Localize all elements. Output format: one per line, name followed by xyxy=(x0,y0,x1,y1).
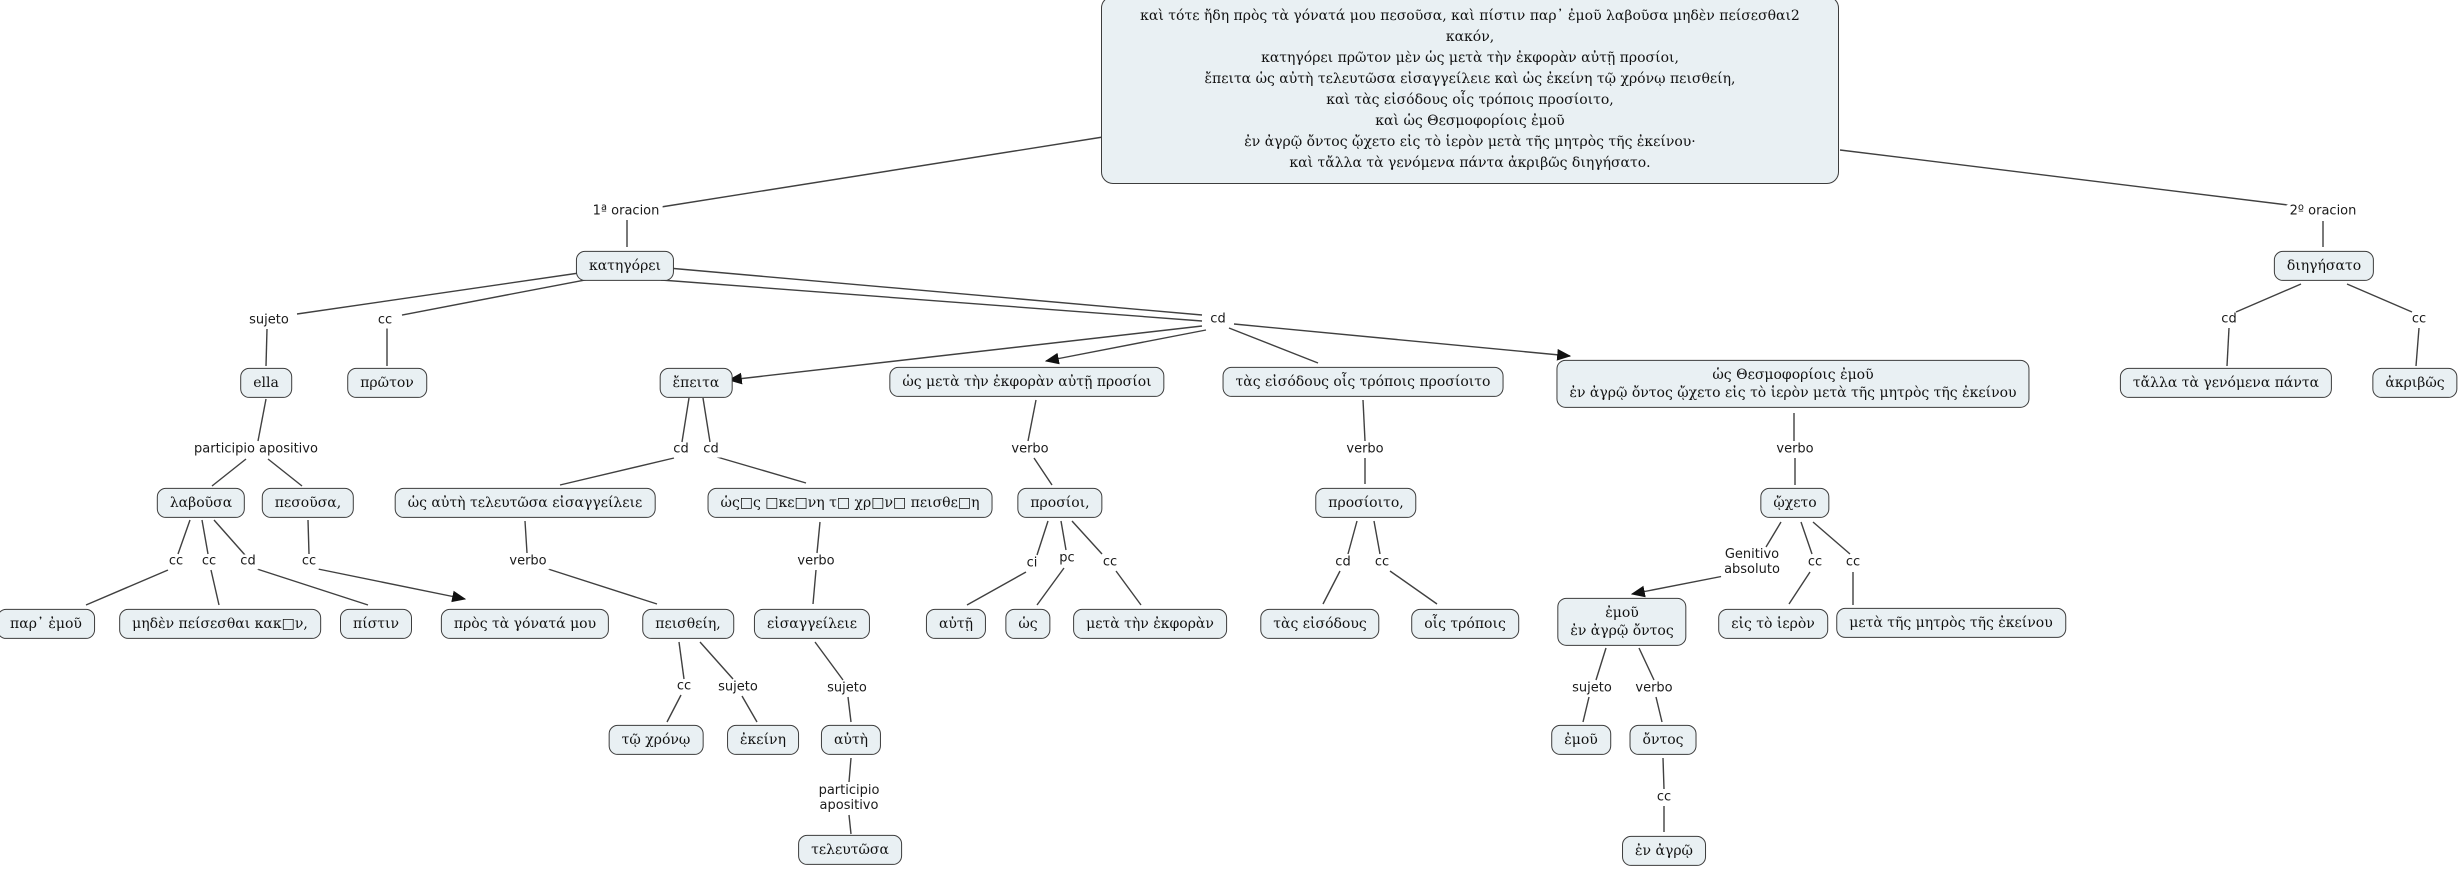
link-label-cc-6[interactable]: cc xyxy=(673,679,695,695)
node-ella[interactable]: ella xyxy=(240,367,292,399)
link-label-cd-3[interactable]: cd xyxy=(670,442,692,458)
node-lavousa[interactable]: λαβοῦσα xyxy=(156,487,246,519)
node-akrivos[interactable]: ἀκριβῶς xyxy=(2372,367,2458,399)
link-label-cc-3[interactable]: cc xyxy=(198,554,220,570)
node-pros-ta-gonata[interactable]: πρὸς τὰ γόνατά μου xyxy=(440,608,610,640)
link-label-cd-4[interactable]: cd xyxy=(700,442,722,458)
link-label-verbo-5[interactable]: verbo xyxy=(1773,442,1817,458)
node-autii[interactable]: αὐτῇ xyxy=(925,608,987,640)
link-label-verbo-3[interactable]: verbo xyxy=(1008,442,1052,458)
node-prosioi[interactable]: προσίοι, xyxy=(1017,487,1103,519)
link-label-cc-11[interactable]: cc xyxy=(2408,312,2430,328)
node-meta-tin-ekforan[interactable]: μετὰ τὴν ἐκφορὰν xyxy=(1073,608,1227,640)
node-oxeto[interactable]: ᾤχετο xyxy=(1760,487,1830,519)
link-label-verbo-4[interactable]: verbo xyxy=(1343,442,1387,458)
node-tas-eisodous[interactable]: τὰς εἰσόδους xyxy=(1260,608,1380,640)
node-meta-tis-mitros[interactable]: μετὰ τῆς μητρὸς τῆς ἐκείνου xyxy=(1836,607,2066,639)
node-miden-peisesthai[interactable]: μηδὲν πείσεσθαι κακ□ν, xyxy=(119,608,321,640)
link-label-cc-9[interactable]: cc xyxy=(1842,555,1864,571)
link-label-sujeto-3[interactable]: sujeto xyxy=(824,681,870,697)
link-label-cc-7[interactable]: cc xyxy=(1371,555,1393,571)
node-teleutosa[interactable]: τελευτῶσα xyxy=(798,834,902,866)
link-label-sujeto-1[interactable]: sujeto xyxy=(246,313,292,329)
node-katigorei[interactable]: κατηγόρει xyxy=(575,250,675,282)
link-label-ci-1[interactable]: ci xyxy=(1023,556,1041,572)
link-label-participio-apositivo-2[interactable]: participio apositivo xyxy=(815,783,883,814)
link-label-cc-4[interactable]: cc xyxy=(298,554,320,570)
node-pesousa[interactable]: πεσοῦσα, xyxy=(261,487,355,519)
node-clause-teleutosa[interactable]: ὡς αὐτὴ τελευτῶσα εἰσαγγείλειε xyxy=(394,487,656,519)
link-label-cd-6[interactable]: cd xyxy=(2218,312,2240,328)
node-ekeini[interactable]: ἐκείνη xyxy=(727,724,799,756)
link-label-verbo-2[interactable]: verbo xyxy=(794,554,838,570)
node-epeita[interactable]: ἔπειτα xyxy=(659,367,733,399)
link-label-cc-1[interactable]: cc xyxy=(374,313,396,329)
link-label-verbo-6[interactable]: verbo xyxy=(1632,681,1676,697)
link-label-verbo-1[interactable]: verbo xyxy=(506,554,550,570)
link-label-genitivo-absoluto[interactable]: Genitivo absoluto xyxy=(1721,547,1783,578)
link-label-pc-1[interactable]: pc xyxy=(1056,551,1078,567)
link-label-oracion-2[interactable]: 2º oracion xyxy=(2286,204,2360,220)
node-ontos[interactable]: ὄντος xyxy=(1629,724,1697,756)
link-label-oracion-1[interactable]: 1ª oracion xyxy=(589,204,663,220)
node-pistin[interactable]: πίστιν xyxy=(340,608,412,640)
node-prosioito[interactable]: προσίοιτο, xyxy=(1315,487,1417,519)
link-label-cc-10[interactable]: cc xyxy=(1653,790,1675,806)
node-clause-ekforan[interactable]: ὡς μετὰ τὴν ἐκφορὰν αὐτῇ προσίοι xyxy=(889,366,1165,398)
node-ois-tropois[interactable]: οἷς τρόποις xyxy=(1411,608,1519,640)
node-emou[interactable]: ἐμοῦ xyxy=(1551,724,1611,756)
node-diigisato[interactable]: διηγήσατο xyxy=(2273,250,2375,282)
link-label-cc-2[interactable]: cc xyxy=(165,554,187,570)
link-label-sujeto-2[interactable]: sujeto xyxy=(715,680,761,696)
link-label-cd-2[interactable]: cd xyxy=(237,554,259,570)
link-label-cd-hub[interactable]: cd xyxy=(1207,312,1229,328)
node-par-emou[interactable]: παρ᾽ ἐμοῦ xyxy=(0,608,95,640)
node-emou-genitive-clause[interactable]: ἐμοῦ ἐν ἀγρῷ ὄντος xyxy=(1557,597,1687,647)
node-peistheii[interactable]: πεισθείη, xyxy=(642,608,734,640)
node-proton[interactable]: πρῶτον xyxy=(347,367,427,399)
node-eis-to-ieron[interactable]: εἰς τὸ ἱερὸν xyxy=(1718,608,1828,640)
node-clause-thesmoforiois[interactable]: ὡς Θεσμοφορίοις ἐμοῦ ἐν ἀγρῷ ὄντος ᾤχετο… xyxy=(1556,359,2030,409)
node-to-xrono[interactable]: τῷ χρόνῳ xyxy=(608,724,704,756)
node-auti[interactable]: αὐτὴ xyxy=(820,724,882,756)
node-root-sentence[interactable]: καὶ τότε ἤδη πρὸς τὰ γόνατά μου πεσοῦσα,… xyxy=(1101,0,1839,184)
link-label-cc-5[interactable]: cc xyxy=(1099,555,1121,571)
link-label-cc-8[interactable]: cc xyxy=(1804,555,1826,571)
node-os[interactable]: ὡς xyxy=(1005,608,1051,640)
node-eisaggeileie[interactable]: εἰσαγγείλειε xyxy=(753,608,871,640)
link-label-cd-5[interactable]: cd xyxy=(1332,555,1354,571)
node-clause-eisodous[interactable]: τὰς εἰσόδους οἷς τρόποις προσίοιτο xyxy=(1222,366,1504,398)
link-label-participio-apositivo-1[interactable]: participio apositivo xyxy=(191,442,321,458)
link-label-sujeto-4[interactable]: sujeto xyxy=(1569,681,1615,697)
node-talla[interactable]: τἄλλα τὰ γενόμενα πάντα xyxy=(2119,367,2333,399)
node-en-agro[interactable]: ἐν ἀγρῷ xyxy=(1622,835,1706,867)
node-clause-peistheie[interactable]: ὡς□ς □κε□νη τ□ χρ□ν□ πεισθε□η xyxy=(707,487,993,519)
